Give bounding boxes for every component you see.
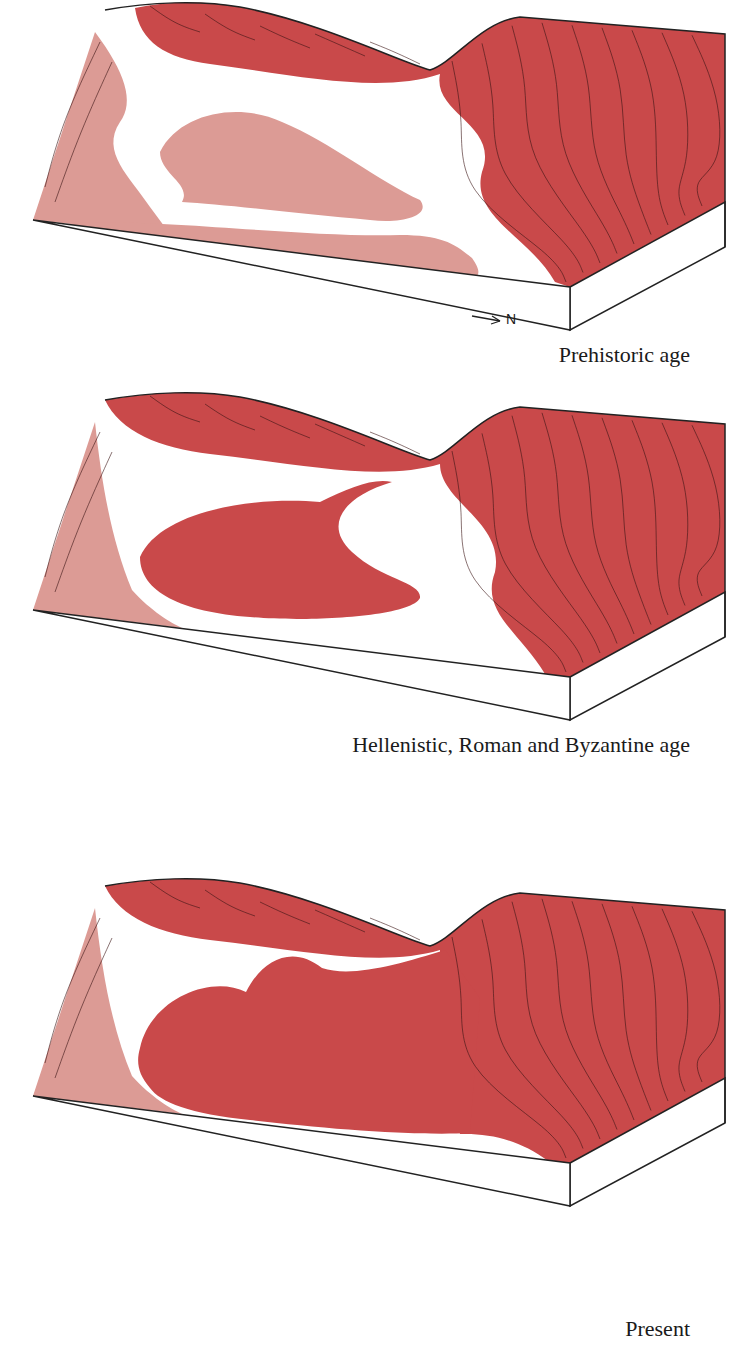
contour-line	[482, 919, 583, 1148]
contour-line	[150, 882, 200, 908]
contour-line	[260, 26, 310, 48]
contour-line	[55, 938, 112, 1078]
contour-line	[602, 904, 651, 1111]
terrain-block	[33, 3, 725, 330]
contour-line	[632, 30, 668, 225]
contour-line	[315, 424, 365, 446]
contour-line	[260, 416, 310, 438]
contour-line	[602, 418, 651, 625]
contour-line	[205, 890, 255, 916]
contour-line	[370, 918, 420, 940]
north-arrowhead	[491, 316, 500, 324]
terrain-block	[33, 879, 725, 1206]
contour-line	[572, 901, 634, 1120]
contour-line	[370, 42, 420, 64]
contour-line	[602, 28, 651, 235]
contour-line	[692, 425, 720, 596]
contour-line	[45, 432, 100, 577]
caption-label: Hellenistic, Roman and Byzantine age	[352, 732, 690, 758]
contour-line	[662, 909, 688, 1092]
contour-line	[370, 432, 420, 454]
contour-line	[452, 61, 566, 282]
contour-line	[452, 937, 566, 1158]
caption-label: Prehistoric age	[559, 342, 690, 368]
contour-line	[260, 902, 310, 924]
north-label: N	[506, 311, 516, 327]
contour-line	[542, 23, 617, 254]
contour-line	[632, 420, 668, 615]
contour-line	[542, 899, 617, 1130]
contour-line	[55, 62, 112, 202]
contour-line	[205, 404, 255, 430]
contour-line	[542, 413, 617, 644]
contour-line	[205, 14, 255, 40]
contour-line	[632, 906, 668, 1101]
contour-line	[482, 43, 583, 272]
terrain-block	[33, 393, 725, 720]
contour-line	[45, 42, 100, 187]
contour-line	[150, 396, 200, 422]
contour-line	[512, 416, 600, 653]
contour-line	[150, 6, 200, 32]
contour-line	[315, 34, 365, 56]
contour-line	[512, 26, 600, 263]
caption-label: Present	[625, 1316, 690, 1342]
contour-line	[452, 451, 566, 672]
contour-line	[315, 910, 365, 932]
contour-line	[572, 415, 634, 634]
contour-line	[692, 35, 720, 206]
contour-line	[512, 902, 600, 1139]
contour-line	[662, 423, 688, 606]
contour-line	[482, 433, 583, 662]
contour-line	[662, 33, 688, 216]
contour-line	[572, 25, 634, 244]
contour-line	[692, 911, 720, 1082]
contour-line	[55, 452, 112, 592]
contour-line	[45, 918, 100, 1063]
